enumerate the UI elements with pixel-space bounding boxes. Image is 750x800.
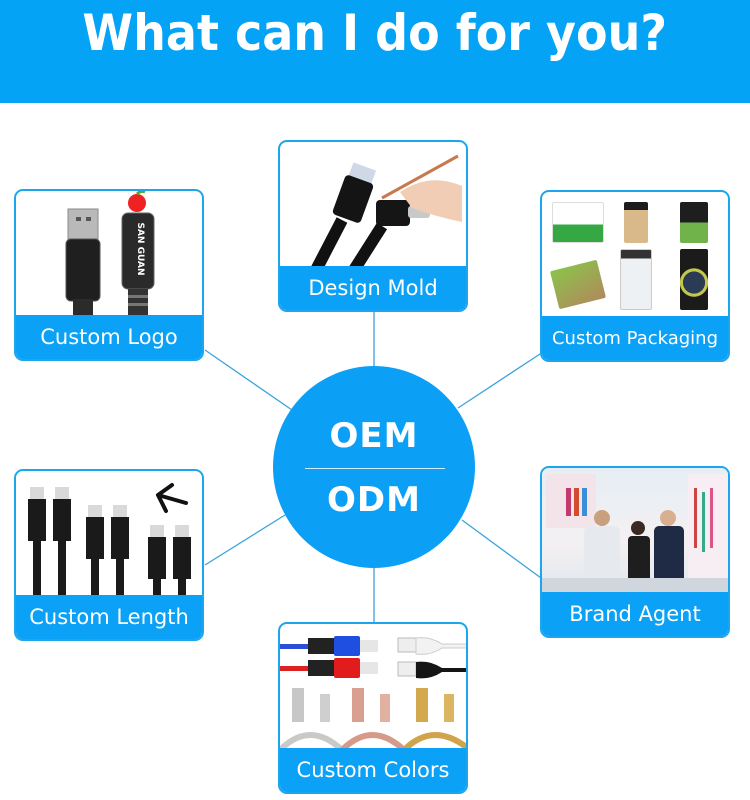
hub-oem-label: OEM (329, 416, 419, 456)
card-label: Design Mold (280, 266, 466, 310)
card-label: Brand Agent (542, 592, 728, 636)
card-custom-packaging[interactable]: Custom Packaging (540, 190, 730, 362)
card-custom-colors[interactable]: Custom Colors (278, 622, 468, 794)
arrow-icon (156, 483, 188, 513)
package-thumbnail (549, 259, 607, 310)
hub-divider (305, 468, 445, 469)
package-thumbnail (620, 249, 652, 310)
cable-lengths-image (16, 471, 202, 597)
hub-odm-label: ODM (327, 480, 421, 520)
package-thumbnail (552, 202, 604, 243)
package-thumbnail (624, 202, 648, 243)
design-mold-image (280, 142, 466, 268)
connector-bottom-right (461, 519, 542, 579)
package-thumbnail (680, 202, 708, 243)
colored-cables-image (280, 624, 466, 750)
card-custom-logo[interactable]: SAN GUAN Custom Logo (14, 189, 204, 361)
card-label: Custom Length (16, 595, 202, 639)
connector-top-right (457, 351, 544, 409)
card-custom-length[interactable]: Custom Length (14, 469, 204, 641)
usb-cable-logo-image: SAN GUAN (16, 191, 202, 317)
card-label: Custom Colors (280, 748, 466, 792)
card-brand-agent[interactable]: Brand Agent (540, 466, 730, 638)
trade-show-booth-image (542, 468, 728, 594)
header-banner: What can I do for you? (0, 0, 750, 103)
connector-bottom-left (204, 514, 286, 566)
oem-odm-hub: OEM ODM (273, 366, 475, 568)
packaging-image (542, 192, 728, 318)
card-label: Custom Logo (16, 315, 202, 359)
card-label: Custom Packaging (542, 316, 728, 360)
cable-logo-text: SAN GUAN (135, 222, 145, 275)
card-design-mold[interactable]: Design Mold (278, 140, 468, 312)
connector-top-left (204, 349, 293, 411)
package-thumbnail (680, 249, 708, 310)
page-title: What can I do for you? (82, 4, 668, 62)
